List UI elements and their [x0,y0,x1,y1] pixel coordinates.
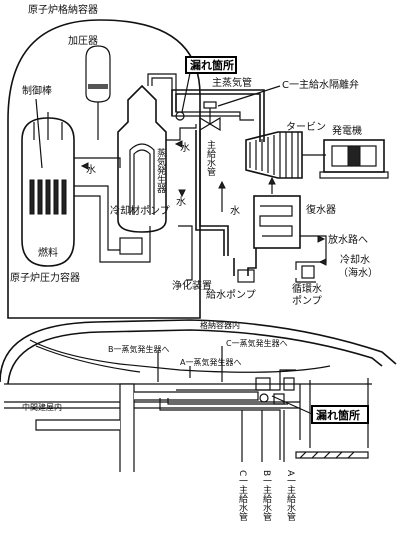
main-feed-pipe-label: 主給水管 [205,139,216,176]
leak-label-lower: 漏れ箇所 [316,408,360,422]
purification-label: 浄化装置 [172,279,212,292]
condenser-label: 復水器 [306,203,336,216]
steam-generator-label: 蒸気発生器 [155,147,166,193]
discharge-label: 放水路へ [328,233,368,246]
water-left-label: 水 [86,164,96,176]
circulating-pump-label-2: ポンプ [292,295,322,307]
fuel-label: 燃料 [38,246,58,259]
cooling-water-label: 冷却水 [340,253,370,266]
a-sg-label: A一蒸気発生器へ [180,357,241,367]
turbine-label: タービン [286,121,326,133]
lower-valve-cluster [255,377,295,405]
generator [319,139,389,179]
b-pipe-label: B一主給水管 [261,470,272,521]
c-pipe-label: C一主給水管 [237,470,248,521]
turbine [245,131,303,179]
leak-box-lower [311,405,369,424]
circulating-pump [301,265,315,279]
c-isolation-valve-label: C一主給水隔離弁 [282,78,359,91]
circulating-pump-label-1: 循環水 [292,282,322,295]
c-isolation-valve [199,101,221,132]
main-steam-pipe-label: 主蒸気管 [212,76,252,89]
leak-box-upper [185,56,237,74]
a-pipe-label: A一主給水管 [285,470,296,521]
control-rods-label: 制御棒 [22,84,52,97]
c-sg-label: C一蒸気発生器へ [226,338,288,348]
water-sg-label: 水 [180,142,190,154]
condenser [253,195,301,249]
water-mid-label: 水 [176,196,186,208]
leak-label-upper: 漏れ箇所 [190,58,234,72]
containment-inside-label: 格納容器内 [200,320,240,330]
pressurizer [85,45,111,140]
pressure-vessel-label: 原子炉圧力容器 [10,271,80,284]
coolant-pump-label: 冷却材ポンプ [110,204,170,217]
seawater-label: （海水） [338,266,378,279]
steam-generator [117,84,167,233]
water-right-label: 水 [230,205,240,217]
pressurizer-label: 加圧器 [68,35,98,47]
coolant-pump [119,237,143,255]
reactor-pressure-vessel [21,112,75,267]
generator-label: 発電機 [332,124,362,137]
containment-label: 原子炉格納容器 [28,3,98,16]
intermediate-building-label: 中間建屋内 [22,402,62,412]
feed-pump-label: 給水ポンプ [206,288,256,301]
feed-pump [237,269,255,283]
b-sg-label: B一蒸気発生器へ [108,344,170,354]
